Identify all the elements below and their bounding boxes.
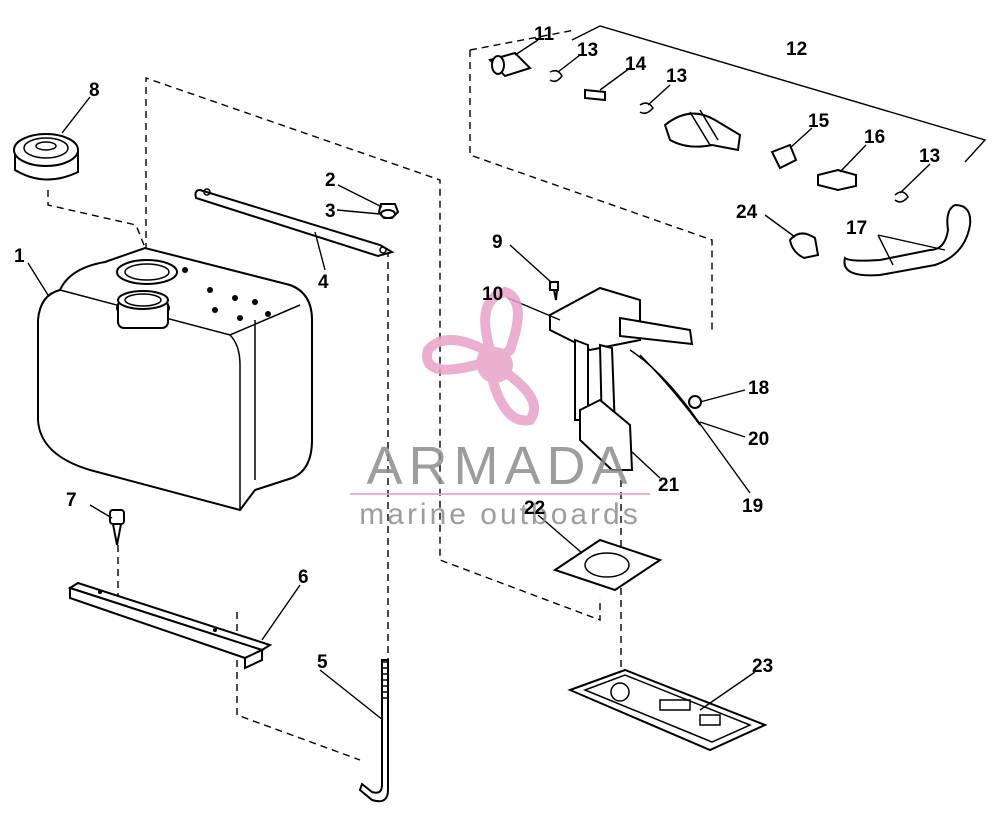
callout-16: 16 (864, 127, 885, 148)
callout-3: 3 (325, 201, 336, 222)
part-12-bracket-line (571, 25, 987, 163)
watermark-tagline: marine outboards (359, 498, 640, 531)
callout-19: 19 (742, 496, 763, 517)
gauge-plate (567, 668, 768, 752)
callout-18: 18 (748, 378, 769, 399)
hook-rod (358, 659, 389, 803)
callout-13b: 13 (666, 66, 687, 87)
screw (109, 509, 125, 546)
callout-6: 6 (298, 567, 309, 588)
callout-13c: 13 (919, 146, 940, 167)
fuel-hose-primer-kit (488, 51, 909, 203)
callout-12: 12 (786, 39, 807, 60)
callout-24: 24 (736, 202, 758, 223)
leader-lines (27, 39, 946, 721)
callout-7: 7 (66, 490, 77, 511)
callout-4: 4 (318, 272, 329, 293)
callout-11: 11 (534, 24, 555, 45)
filler-cap (13, 133, 79, 181)
armada-watermark: ARMADA marine outboards (350, 286, 650, 531)
callout-17: 17 (846, 218, 867, 239)
fuel-pickup-assembly (549, 281, 702, 471)
callout-15: 15 (808, 111, 830, 132)
callout-2: 2 (325, 170, 336, 191)
callout-14: 14 (625, 54, 647, 75)
hold-down-strap (194, 188, 395, 258)
callout-20: 20 (748, 429, 769, 450)
fuel-hose (843, 203, 972, 277)
callout-22: 22 (524, 498, 545, 519)
nut-and-washer (377, 203, 400, 219)
callout-labels: 1 2 3 4 5 6 7 8 9 10 11 12 13 13 13 14 1… (14, 24, 940, 677)
callout-5: 5 (317, 652, 328, 673)
mounting-bracket (67, 581, 273, 670)
propeller-icon (422, 286, 539, 426)
callout-8: 8 (89, 80, 100, 101)
callout-10: 10 (482, 284, 503, 305)
callout-21: 21 (658, 475, 680, 496)
gasket (552, 538, 663, 592)
callout-1: 1 (14, 246, 25, 267)
fuel-tank (37, 246, 313, 512)
callout-9: 9 (492, 232, 503, 253)
callout-13a: 13 (577, 40, 598, 61)
hose-clamp (788, 232, 820, 260)
callout-23: 23 (752, 656, 773, 677)
watermark-brand: ARMADA (366, 436, 633, 496)
